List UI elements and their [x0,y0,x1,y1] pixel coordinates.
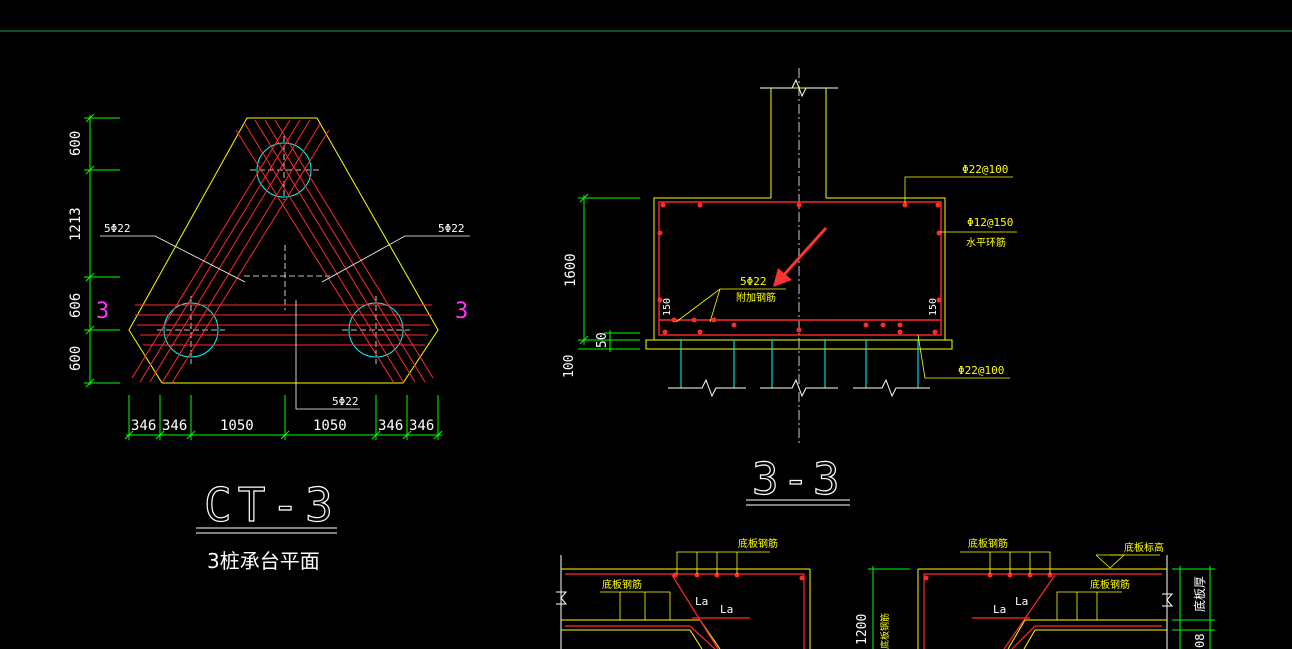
plan-label-left: 5Φ22 [104,222,131,235]
plan-vdim-600-top: 600 [68,131,84,156]
plan-leaders [100,235,470,410]
plan-section-mark-right: 3 [455,299,468,324]
detail-left-label-top: 底板钢筋 [738,537,778,550]
detail-right-label-top: 底板钢筋 [968,537,1008,550]
plan-hdim-1: 346 [131,418,156,434]
plan-hdim-4: 1050 [313,418,347,434]
section-top-bar-label: Φ22@100 [962,163,1008,176]
section-3-3: 1600 50 100 150 150 Φ22@100 Φ12@150 水平环筋… [562,68,1017,506]
detail-right-la-1: La [993,603,1006,616]
plan-pile-right [348,302,404,358]
detail-right: 底板钢筋 底板标高 底板钢筋 La La 1200 底板厚 08 底板钢筋 [855,537,1215,649]
plan-title: CT-3 [204,478,339,532]
section-cap-outline [653,197,946,341]
section-side-bar-note: 水平环筋 [966,236,1006,249]
section-rebar-loop [658,201,942,336]
plan-hdim-5: 346 [378,418,403,434]
plan-hdim-3: 1050 [220,418,254,434]
detail-left: 底板钢筋 底板钢筋 La La [556,537,811,649]
detail-right-side-text: 底板厚 [1192,576,1207,612]
plan-section-mark-left: 3 [96,299,109,324]
plan-cap-outline [128,117,439,384]
detail-right-la-2: La [1015,595,1028,608]
detail-right-dim-bottom: 08 [1193,634,1207,648]
section-dim-150-left: 150 [662,298,673,316]
plan-rebar-horizontal [135,304,432,346]
section-cushion [645,339,953,350]
section-added-bar-label: 5Φ22 [740,275,767,288]
detail-right-bottom-text: 底板钢筋 [879,613,891,649]
plan-pile-left [163,302,219,358]
detail-right-label-inner: 底板钢筋 [1090,578,1130,591]
section-bottom-bar-label: Φ22@100 [958,364,1004,377]
section-leaders [675,176,1017,379]
section-dimension [578,193,640,352]
section-dim-1600: 1600 [563,253,579,287]
section-rebar-dots [657,202,942,335]
plan-vdim-606: 606 [68,293,84,318]
section-pile-breaks [668,78,930,398]
section-dim-100: 100 [562,355,577,378]
pile-cap-plan: 5Φ22 5Φ22 5Φ22 3 3 600 1213 606 600 [68,113,470,573]
plan-label-bottom: 5Φ22 [332,395,359,408]
detail-right-label-elev: 底板标高 [1124,541,1164,554]
section-dim-150-right: 150 [928,298,939,316]
detail-left-label-inner: 底板钢筋 [602,578,642,591]
section-title: 3-3 [752,454,843,505]
plan-horizontal-dimension [124,395,443,440]
plan-subtitle: 3桩承台平面 [207,549,320,573]
plan-vertical-dimension [84,113,120,388]
section-dim-50: 50 [595,332,610,348]
plan-hdim-6: 346 [409,418,434,434]
annotation-arrow-icon [773,226,828,287]
section-side-bar-label: Φ12@150 [967,216,1013,229]
plan-label-right: 5Φ22 [438,222,465,235]
detail-left-la-1: La [695,595,708,608]
plan-rebar-diagonal-b [131,119,330,384]
plan-vdim-600-bottom: 600 [68,346,84,371]
plan-vdim-1213: 1213 [68,207,84,241]
section-added-bar-note: 附加钢筋 [736,291,776,304]
plan-pile-top [256,142,312,198]
detail-right-dim-1200: 1200 [855,614,870,645]
detail-left-la-2: La [720,603,733,616]
section-piles [680,340,919,388]
plan-hdim-2: 346 [162,418,187,434]
